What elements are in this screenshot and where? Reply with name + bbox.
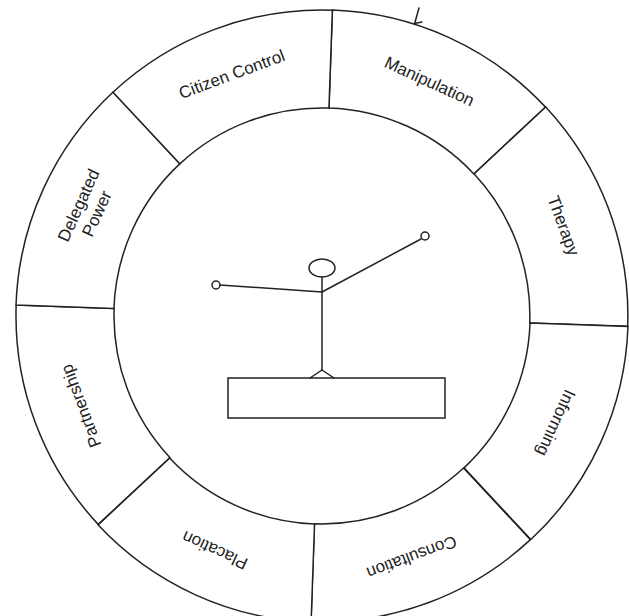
ladder-rung-segment: Partnership bbox=[14, 303, 172, 526]
figure-hand bbox=[212, 281, 220, 289]
figure-leg bbox=[322, 370, 334, 378]
figure-leg bbox=[310, 370, 322, 378]
figure-arm bbox=[322, 239, 421, 292]
figure-head bbox=[309, 259, 335, 277]
segment-wedge bbox=[311, 468, 530, 616]
ladder-rung-segment: Therapy bbox=[472, 105, 629, 328]
ladder-rung-segment: Citizen Control bbox=[111, 8, 334, 166]
figure-arm bbox=[220, 285, 322, 292]
podium-box bbox=[228, 378, 445, 418]
segment-wedge bbox=[16, 305, 170, 524]
figure-hand bbox=[421, 232, 429, 240]
segment-outline bbox=[309, 466, 532, 616]
segment-wedge bbox=[474, 107, 628, 326]
segment-wedge bbox=[113, 10, 332, 164]
ladder-rung-segment: Consultation bbox=[309, 466, 532, 616]
